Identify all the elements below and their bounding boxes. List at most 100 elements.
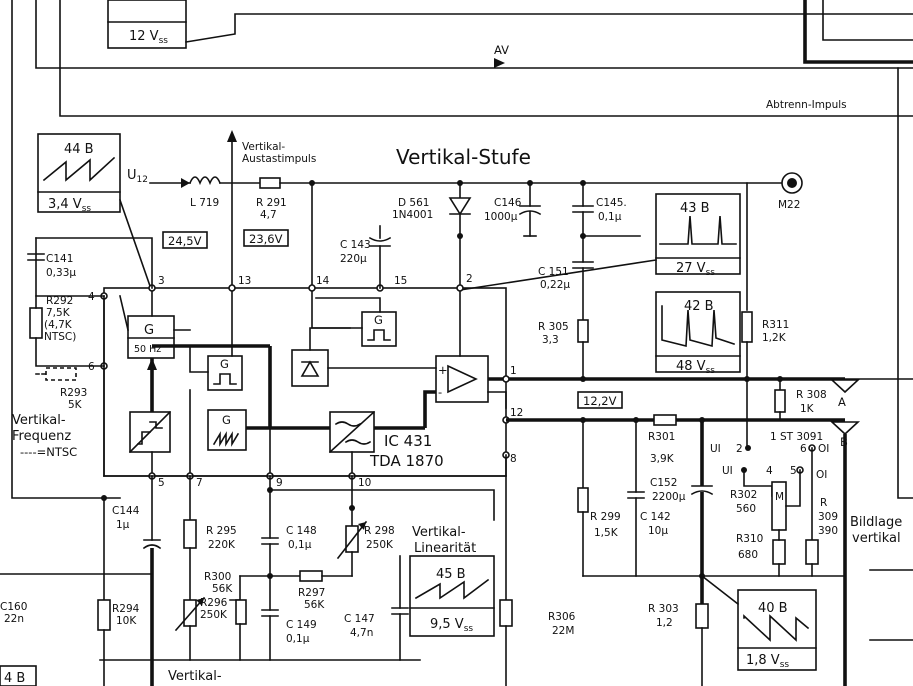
bildlage-line2: vertikal xyxy=(852,531,901,546)
top-left-waveform-label: 12 Vss xyxy=(129,29,168,46)
r297-value: 56K xyxy=(304,599,325,611)
u12-arrow-icon xyxy=(181,178,190,188)
st3091-label: ST 3091 xyxy=(780,431,823,443)
c145-label: C145. xyxy=(596,197,627,209)
r302-label: R302 xyxy=(730,489,757,501)
svg-text:5: 5 xyxy=(790,465,797,477)
c142-value: 10µ xyxy=(648,525,668,537)
svg-text:G: G xyxy=(374,313,383,327)
waveform-45b-ampl: 9,5 Vss xyxy=(430,617,473,634)
potentiometer-m[interactable] xyxy=(771,481,787,531)
svg-text:2: 2 xyxy=(466,273,473,285)
generator-50hz-g: G xyxy=(144,323,154,338)
r292-ntsc-note: NTSC) xyxy=(44,331,76,343)
svg-text:10: 10 xyxy=(358,477,371,489)
r294-value: 10K xyxy=(116,615,137,627)
r309-value: 390 xyxy=(818,525,838,537)
waveform-42b xyxy=(655,291,741,373)
waveform-40b xyxy=(737,589,817,671)
r291-value: 4,7 xyxy=(260,209,277,221)
r311-value: 1,2K xyxy=(762,332,787,344)
svg-text:14: 14 xyxy=(316,275,330,287)
generator-50hz-label: 50 Hz xyxy=(134,344,161,355)
ic-name: IC 431 xyxy=(384,432,432,450)
linearitaet-line1: Vertikal- xyxy=(412,525,466,540)
r311-label: R311 xyxy=(762,319,789,331)
svg-text:6: 6 xyxy=(88,361,95,373)
connector-a[interactable] xyxy=(829,379,861,394)
svg-text:UI: UI xyxy=(710,443,721,455)
svg-text:4: 4 xyxy=(88,291,95,303)
svg-text:7: 7 xyxy=(196,477,203,489)
waveform-44b-ampl: 3,4 Vss xyxy=(48,197,91,214)
c143-value: 220µ xyxy=(340,253,367,265)
waveform-42b-ampl: 48 Vss xyxy=(676,359,715,376)
ic-type: TDA 1870 xyxy=(369,452,444,470)
svg-text:3: 3 xyxy=(158,275,165,287)
svg-text:G: G xyxy=(220,357,229,371)
svg-text:4 B: 4 B xyxy=(4,671,25,686)
l719-label: L 719 xyxy=(190,197,219,209)
r300-label: R300 xyxy=(204,571,231,583)
svg-text:1: 1 xyxy=(770,431,777,443)
svg-text:12: 12 xyxy=(510,407,523,419)
r301-label: R301 xyxy=(648,431,675,443)
waveform-43b xyxy=(655,193,741,275)
svg-text:1: 1 xyxy=(510,365,517,377)
r292-label: R292 xyxy=(46,295,73,307)
svg-text:+: + xyxy=(438,363,448,377)
page-title: Vertikal-Stufe xyxy=(396,145,531,169)
r292-value: 7,5K xyxy=(46,307,71,319)
r310-label: R310 xyxy=(736,533,763,545)
svg-text:G: G xyxy=(222,413,231,427)
c146-label: C146 xyxy=(494,197,522,209)
c147-label: C 147 xyxy=(344,613,375,625)
r299-value: 1,5K xyxy=(594,527,619,539)
r296-label: R296 xyxy=(200,597,228,609)
svg-text:OI: OI xyxy=(818,443,829,455)
svg-text:UI: UI xyxy=(722,465,733,477)
r295-label: R 295 xyxy=(206,525,237,537)
r309-number: 309 xyxy=(818,511,838,523)
vertikal-frequenz-line2: Frequenz xyxy=(12,429,71,444)
c145-value: 0,1µ xyxy=(598,211,622,223)
bildlage-line1: Bildlage xyxy=(850,515,902,530)
svg-text:9: 9 xyxy=(276,477,283,489)
austast-arrow-icon xyxy=(227,130,237,142)
r296-value: 250K xyxy=(200,609,228,621)
c143-label: C 143 xyxy=(340,239,371,251)
svg-text:6: 6 xyxy=(800,443,807,455)
r305-value: 3,3 xyxy=(542,334,559,346)
svg-text:2: 2 xyxy=(736,443,743,455)
c146-value: 1000µ xyxy=(484,211,518,223)
svg-text:A: A xyxy=(838,395,846,409)
connector-b[interactable] xyxy=(829,421,861,436)
svg-text:M: M xyxy=(775,491,784,503)
r303-label: R 303 xyxy=(648,603,679,615)
waveform-40b-title: 40 B xyxy=(758,601,788,616)
svg-text:5: 5 xyxy=(158,477,165,489)
r301-value: 3,9K xyxy=(650,453,675,465)
waveform-43b-title: 43 B xyxy=(680,201,710,216)
r303-value: 1,2 xyxy=(656,617,673,629)
top-wiring xyxy=(11,0,913,499)
waveform-44b xyxy=(37,133,121,213)
svg-text:8: 8 xyxy=(510,453,517,465)
r306-value: 22M xyxy=(552,625,574,637)
r300-value: 56K xyxy=(212,583,233,595)
av-signal-label: AV xyxy=(494,43,509,57)
d561-type: 1N4001 xyxy=(392,209,433,221)
r305-label: R 305 xyxy=(538,321,569,333)
voltage-box-1 xyxy=(162,231,208,249)
voltage-2: 23,6V xyxy=(249,232,283,246)
c160-label: C160 xyxy=(0,601,27,613)
c152-label: C152 xyxy=(650,477,677,489)
c152-value: 2200µ xyxy=(652,491,686,503)
waveform-bottom-left xyxy=(0,665,37,686)
c142-label: C 142 xyxy=(640,511,671,523)
r308-label: R 308 xyxy=(796,389,827,401)
r306-label: R306 xyxy=(548,611,576,623)
austast-label-line1: Vertikal- xyxy=(242,141,285,153)
waveform-45b xyxy=(409,555,495,637)
